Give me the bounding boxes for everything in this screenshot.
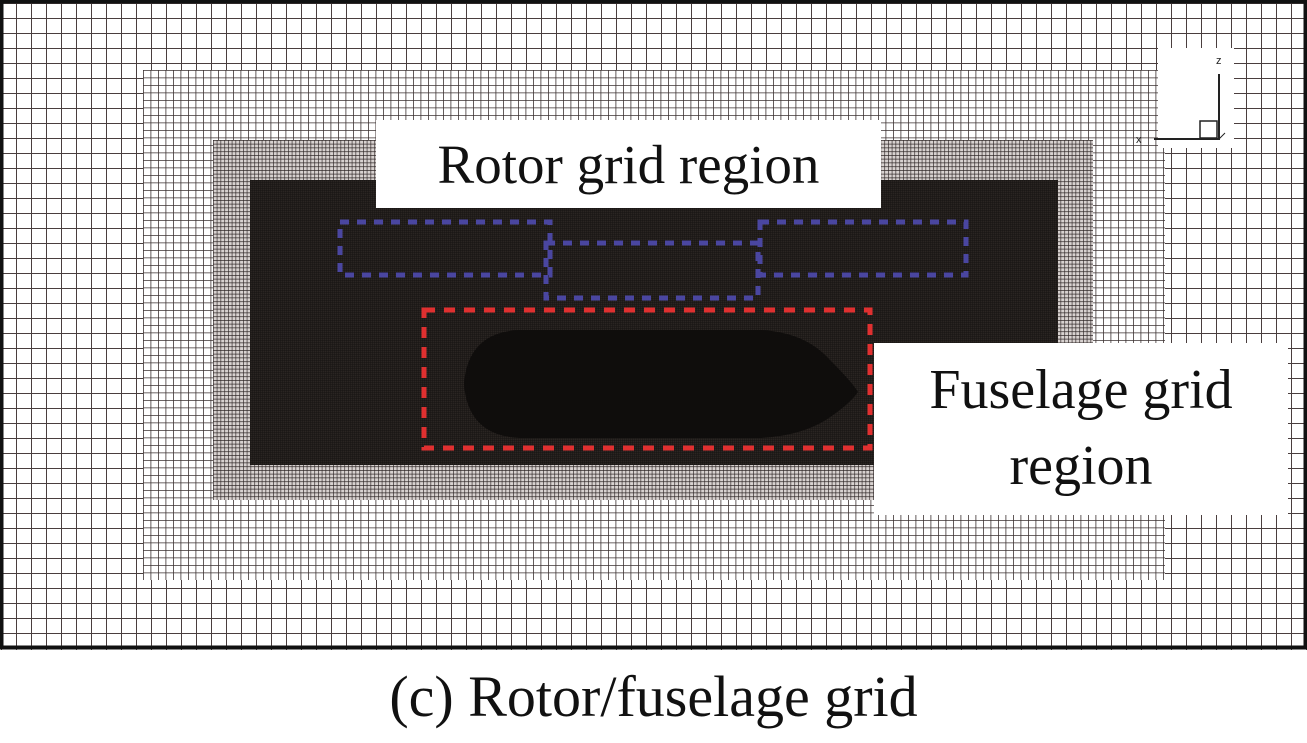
mesh-figure: z x Rotor grid region Fuselage grid regi… xyxy=(0,0,1307,650)
axis-triad: z x xyxy=(1136,48,1234,148)
rotor-region-text: Rotor grid region xyxy=(437,133,820,195)
rotor-outlines xyxy=(337,219,969,301)
mesh-canvas: z x xyxy=(0,0,1307,650)
figure-frame xyxy=(0,0,1307,650)
fuselage-body xyxy=(464,330,858,438)
fuselage-outline xyxy=(421,307,873,451)
rotor-region-label: Rotor grid region xyxy=(376,120,881,208)
rotor-box-center xyxy=(543,240,761,301)
z-axis-label: z xyxy=(1216,55,1222,67)
fuselage-region-label: Fuselage grid region xyxy=(874,343,1288,515)
fuselage-region-text-line1: Fuselage grid xyxy=(929,359,1233,422)
rotor-box-right xyxy=(757,219,969,278)
fuselage-region-text-line2: region xyxy=(1009,435,1153,497)
figure-caption: (c) Rotor/fuselage grid xyxy=(389,664,918,729)
rotor-box-left xyxy=(337,219,553,278)
x-axis-label: x xyxy=(1136,134,1142,146)
